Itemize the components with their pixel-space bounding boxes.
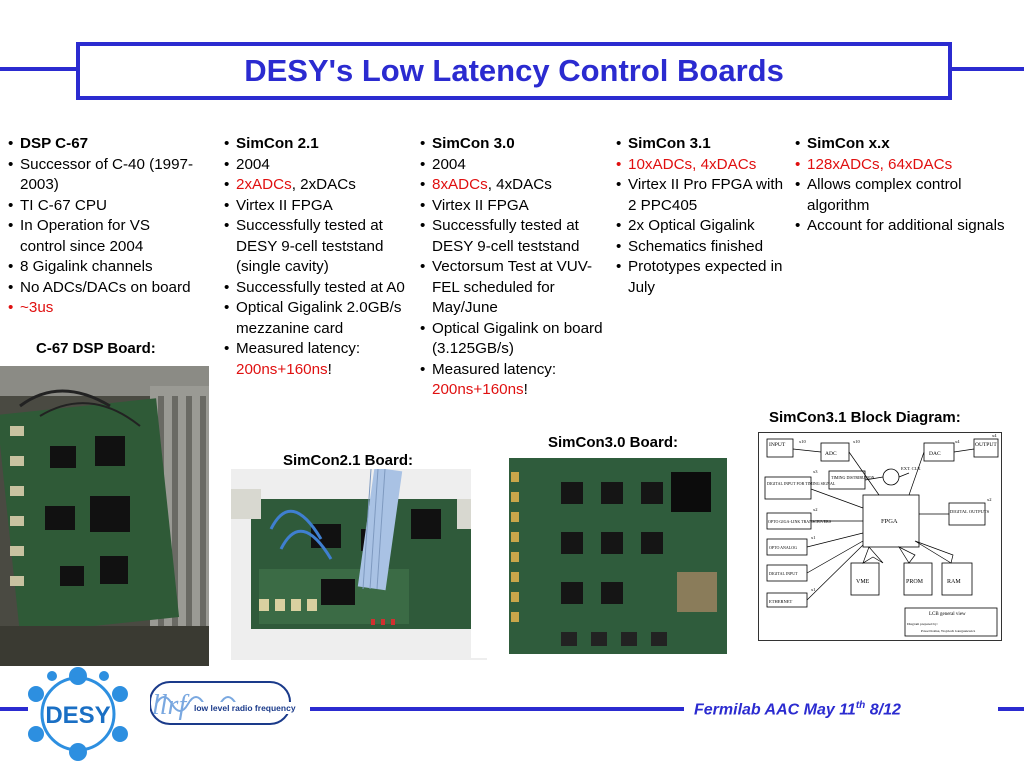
list-item: 8xADCs, 4xDACs [420, 175, 604, 196]
list-item: Virtex II FPGA [420, 196, 604, 217]
footer-page: 8/12 [865, 701, 901, 719]
list-item: Successfully tested at DESY 9-cell tests… [420, 216, 604, 257]
list-item: 128xADCs, 64xDACs [795, 155, 1005, 176]
footer-line-left [0, 707, 28, 711]
list-item: 2004 [224, 155, 406, 176]
svg-text:LCB general view: LCB general view [929, 612, 966, 617]
list-item: 2x Optical Gigalink [616, 216, 790, 237]
list-item: No ADCs/DACs on board [8, 278, 198, 299]
list-item: Allows complex control algorithm [795, 175, 1005, 216]
svg-text:DIGITAL OUTPUTS: DIGITAL OUTPUTS [950, 509, 990, 514]
svg-text:x4: x4 [992, 433, 997, 438]
svg-text:x10: x10 [799, 439, 807, 444]
svg-text:DESY: DESY [45, 702, 110, 729]
list-item: Optical Gigalink 2.0GB/s mezzanine card [224, 298, 406, 339]
svg-text:x3: x3 [813, 469, 818, 474]
svg-text:ADC: ADC [825, 451, 837, 457]
c67-board-photo [0, 366, 209, 666]
list-item: Successfully tested at A0 [224, 278, 406, 299]
caption-simcon31-diagram: SimCon3.1 Block Diagram: [769, 409, 961, 426]
svg-text:x10: x10 [853, 439, 861, 444]
list-item: Optical Gigalink on board (3.125GB/s) [420, 319, 604, 360]
list-item: ~3us [8, 298, 198, 319]
list-item: SimCon 3.1 [616, 134, 790, 155]
svg-text:TIMING DISTRIBUTION: TIMING DISTRIBUTION [831, 475, 875, 480]
simcon21-board-image [231, 469, 487, 660]
footer-line-right [998, 707, 1024, 711]
svg-text:INPUT: INPUT [769, 442, 786, 448]
column-simcon-21: SimCon 2.1 2004 2xADCs, 2xDACs Virtex II… [224, 134, 406, 380]
list-item: TI C-67 CPU [8, 196, 198, 217]
svg-text:ETHERNET: ETHERNET [769, 599, 792, 604]
caption-simcon30-board: SimCon3.0 Board: [548, 434, 679, 451]
simcon30-board-image [471, 452, 743, 658]
simcon21-board-photo [231, 469, 487, 660]
c67-board-image [0, 366, 209, 666]
footer-line-mid [310, 707, 684, 711]
title-line-left [0, 67, 78, 71]
desy-logo: DESY [22, 664, 134, 764]
simcon30-board-photo [471, 452, 743, 658]
llrf-logo-image: llrf low level radio frequency [149, 681, 308, 725]
page-title: DESY's Low Latency Control Boards [244, 53, 784, 88]
simcon31-block-diagram: INPUT ADC DAC OUTPUT TIMING DISTRIBUTION… [758, 432, 1002, 641]
list-item: 2004 [420, 155, 604, 176]
svg-text:DAC: DAC [929, 451, 941, 457]
svg-text:DIGITAL INPUT: DIGITAL INPUT [769, 571, 798, 576]
list-item: Virtex II FPGA [224, 196, 406, 217]
column-simcon-30: SimCon 3.0 2004 8xADCs, 4xDACs Virtex II… [420, 134, 604, 401]
footer-text: Fermilab AAC May 11th 8/12 [694, 700, 901, 719]
svg-text:OPTO GIGA-LINK TRANSCEIVERS: OPTO GIGA-LINK TRANSCEIVERS [768, 519, 831, 524]
list-item: Successfully tested at DESY 9-cell tests… [224, 216, 406, 278]
footer-sup: th [855, 700, 866, 711]
list-item: Virtex II Pro FPGA with 2 PPC405 [616, 175, 790, 216]
svg-text:x2: x2 [813, 507, 818, 512]
svg-text:x1: x1 [811, 587, 816, 592]
svg-text:OPTO ANALOG: OPTO ANALOG [769, 545, 797, 550]
list-item: Account for additional signals [795, 216, 1005, 237]
svg-text:RAM: RAM [947, 579, 961, 585]
list-item: Measured latency:200ns+160ns! [420, 360, 604, 401]
svg-text:Pawel Kalisz, Wojciech Giergus: Pawel Kalisz, Wojciech Giergusiewicz [921, 629, 976, 634]
list-item: Successor of C-40 (1997-2003) [8, 155, 198, 196]
svg-text:OUTPUT: OUTPUT [975, 442, 997, 448]
list-item: SimCon x.x [795, 134, 1005, 155]
footer-date: Fermilab AAC May 11 [694, 701, 856, 719]
column-simcon-31: SimCon 3.1 10xADCs, 4xDACs Virtex II Pro… [616, 134, 790, 298]
desy-logo-image: DESY [28, 667, 128, 761]
svg-text:x2: x2 [987, 497, 992, 502]
list-item: Measured latency:200ns+160ns! [224, 339, 406, 380]
svg-text:EXT. CLK: EXT. CLK [901, 466, 921, 471]
list-item: SimCon 3.0 [420, 134, 604, 155]
llrf-logo: llrf low level radio frequency [149, 674, 310, 740]
list-item: In Operation for VS control since 2004 [8, 216, 198, 257]
svg-text:FPGA: FPGA [881, 518, 898, 525]
list-item: DSP C-67 [8, 134, 198, 155]
svg-text:Diagram prepared by:: Diagram prepared by: [907, 622, 938, 626]
list-item: 8 Gigalink channels [8, 257, 198, 278]
list-item: Schematics finished [616, 237, 790, 258]
svg-text:x4: x4 [955, 439, 960, 444]
list-item: Vectorsum Test at VUV-FEL scheduled for … [420, 257, 604, 319]
block-diagram-svg: INPUT ADC DAC OUTPUT TIMING DISTRIBUTION… [764, 433, 999, 637]
svg-text:low level radio frequency: low level radio frequency [194, 703, 296, 713]
svg-text:PROM: PROM [906, 579, 924, 585]
list-item: 10xADCs, 4xDACs [616, 155, 790, 176]
column-simcon-xx: SimCon x.x 128xADCs, 64xDACs Allows comp… [795, 134, 1005, 237]
svg-text:llrf: llrf [152, 690, 189, 721]
caption-c67-board: C-67 DSP Board: [36, 340, 156, 357]
column-dsp-c67: DSP C-67 Successor of C-40 (1997-2003) T… [8, 134, 198, 319]
title-line-right [950, 67, 1024, 71]
svg-text:DIGITAL INPUT FOR TIMING SIGNA: DIGITAL INPUT FOR TIMING SIGNAL [767, 481, 836, 486]
svg-text:VME: VME [856, 579, 870, 585]
caption-simcon21-board: SimCon2.1 Board: [283, 452, 414, 469]
svg-text:x1: x1 [811, 535, 816, 540]
list-item: 2xADCs, 2xDACs [224, 175, 406, 196]
title-box: DESY's Low Latency Control Boards [76, 42, 952, 100]
list-item: Prototypes expected in July [616, 257, 790, 298]
list-item: SimCon 2.1 [224, 134, 406, 155]
